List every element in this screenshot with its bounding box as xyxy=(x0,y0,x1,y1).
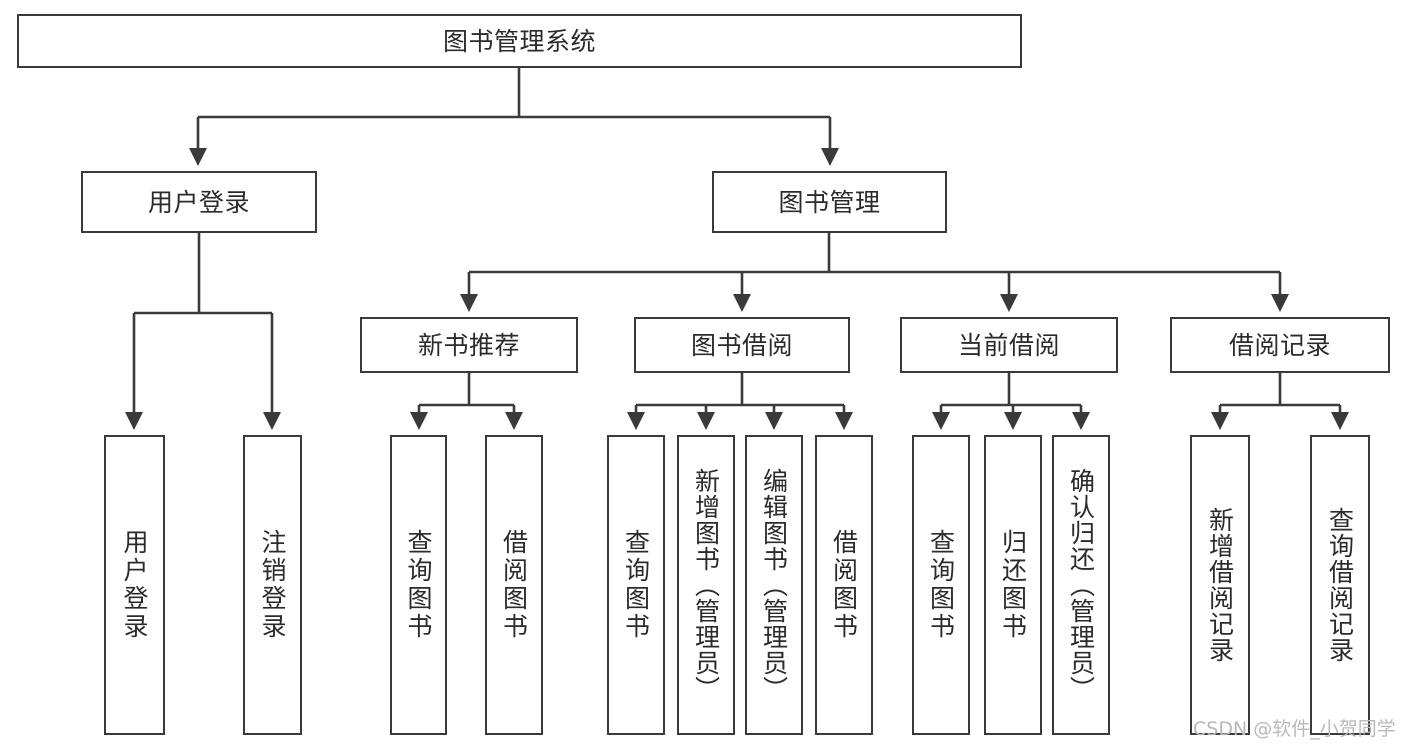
csdn-watermark: CSDN @软件_小贺同学 xyxy=(1193,718,1396,740)
leaf-return-book[interactable]: 归还图书 xyxy=(984,435,1042,735)
node-new-book-recommend[interactable]: 新书推荐 xyxy=(360,317,578,373)
node-label: 借阅图书 xyxy=(829,529,859,641)
node-label: 用户登录 xyxy=(120,529,149,641)
leaf-borrow-book-recommend[interactable]: 借阅图书 xyxy=(485,435,543,735)
node-user-login[interactable]: 用户登录 xyxy=(81,171,317,233)
node-borrow-record[interactable]: 借阅记录 xyxy=(1170,317,1390,373)
node-label: 新增图书（管理员） xyxy=(691,468,721,702)
node-label: 图书管理 xyxy=(778,187,881,217)
node-label: 借阅记录 xyxy=(1228,330,1331,360)
node-label: 注销登录 xyxy=(258,529,287,641)
leaf-borrow-book[interactable]: 借阅图书 xyxy=(815,435,873,735)
node-label: 用户登录 xyxy=(147,187,250,217)
node-current-borrow[interactable]: 当前借阅 xyxy=(900,317,1118,373)
node-label: 查询图书 xyxy=(621,529,651,641)
leaf-query-borrow-record[interactable]: 查询借阅记录 xyxy=(1310,435,1370,735)
leaf-add-borrow-record[interactable]: 新增借阅记录 xyxy=(1190,435,1250,735)
leaf-confirm-return-admin[interactable]: 确认归还（管理员） xyxy=(1052,435,1110,735)
leaf-logout[interactable]: 注销登录 xyxy=(243,435,302,735)
node-label: 归还图书 xyxy=(998,529,1028,641)
leaf-query-book-recommend[interactable]: 查询图书 xyxy=(390,435,447,735)
node-label: 图书借阅 xyxy=(690,330,793,360)
node-label: 借阅图书 xyxy=(499,529,529,641)
node-label: 当前借阅 xyxy=(957,330,1060,360)
node-label: 新增借阅记录 xyxy=(1205,507,1235,663)
node-book-borrow[interactable]: 图书借阅 xyxy=(634,317,850,373)
node-book-management[interactable]: 图书管理 xyxy=(712,171,947,233)
node-label: 查询图书 xyxy=(404,529,433,641)
node-label: 编辑图书（管理员） xyxy=(759,468,789,702)
node-root-system[interactable]: 图书管理系统 xyxy=(17,14,1022,68)
leaf-add-book-admin[interactable]: 新增图书（管理员） xyxy=(677,435,735,735)
leaf-query-book-borrow[interactable]: 查询图书 xyxy=(607,435,665,735)
node-label: 确认归还（管理员） xyxy=(1066,468,1096,702)
node-label: 新书推荐 xyxy=(417,330,520,360)
node-label: 图书管理系统 xyxy=(442,26,596,56)
leaf-user-login[interactable]: 用户登录 xyxy=(104,435,165,735)
node-label: 查询借阅记录 xyxy=(1325,507,1355,663)
leaf-query-book-current[interactable]: 查询图书 xyxy=(912,435,970,735)
leaf-edit-book-admin[interactable]: 编辑图书（管理员） xyxy=(745,435,803,735)
node-label: 查询图书 xyxy=(926,529,956,641)
